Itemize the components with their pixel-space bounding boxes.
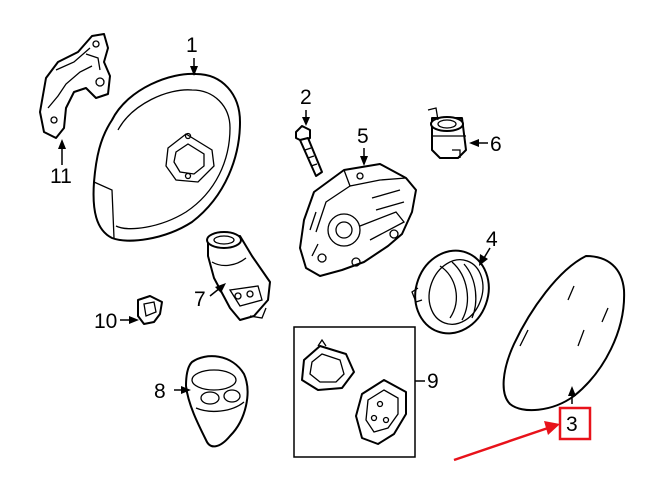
callout-2-label: 2 bbox=[300, 86, 312, 109]
callout-7: 7 bbox=[194, 283, 226, 311]
callout-10-label: 10 bbox=[94, 310, 117, 333]
callout-1-label: 1 bbox=[186, 34, 198, 57]
part-3-mirror-glass[interactable] bbox=[502, 255, 626, 412]
part-2-bolt[interactable] bbox=[295, 125, 323, 177]
callout-6-label: 6 bbox=[490, 133, 502, 156]
callout-3-label: 3 bbox=[566, 413, 578, 436]
callout-4: 4 bbox=[479, 228, 498, 266]
callout-6: 6 bbox=[469, 133, 502, 156]
highlight-arrow bbox=[453, 421, 560, 462]
part-11-bracket[interactable] bbox=[39, 33, 111, 139]
part-8-cover[interactable] bbox=[185, 355, 249, 448]
callout-2: 2 bbox=[300, 86, 312, 126]
callout-9-label: 9 bbox=[427, 370, 439, 393]
callout-9: 9 bbox=[415, 370, 439, 393]
callout-5: 5 bbox=[357, 125, 369, 166]
callout-8: 8 bbox=[154, 380, 191, 403]
callout-3-highlight-box bbox=[558, 406, 592, 441]
callout-7-label: 7 bbox=[194, 288, 206, 311]
callout-3: 3 bbox=[558, 386, 592, 441]
part-7-connector[interactable] bbox=[206, 231, 271, 321]
part-10-clip[interactable] bbox=[137, 295, 163, 325]
part-5-motor[interactable] bbox=[299, 163, 417, 277]
callout-10: 10 bbox=[94, 310, 139, 333]
part-4-signal-lamp[interactable] bbox=[404, 240, 500, 344]
callout-8-label: 8 bbox=[154, 380, 166, 403]
callout-1: 1 bbox=[186, 34, 198, 76]
callout-5-label: 5 bbox=[357, 125, 369, 148]
part-9-gasket-kit[interactable] bbox=[293, 326, 416, 458]
part-1-mirror-housing[interactable] bbox=[92, 72, 241, 242]
callout-11: 11 bbox=[50, 139, 72, 188]
callout-11-label: 11 bbox=[50, 165, 72, 188]
part-6-lamp-socket[interactable] bbox=[427, 107, 467, 159]
callout-4-label: 4 bbox=[486, 228, 498, 251]
